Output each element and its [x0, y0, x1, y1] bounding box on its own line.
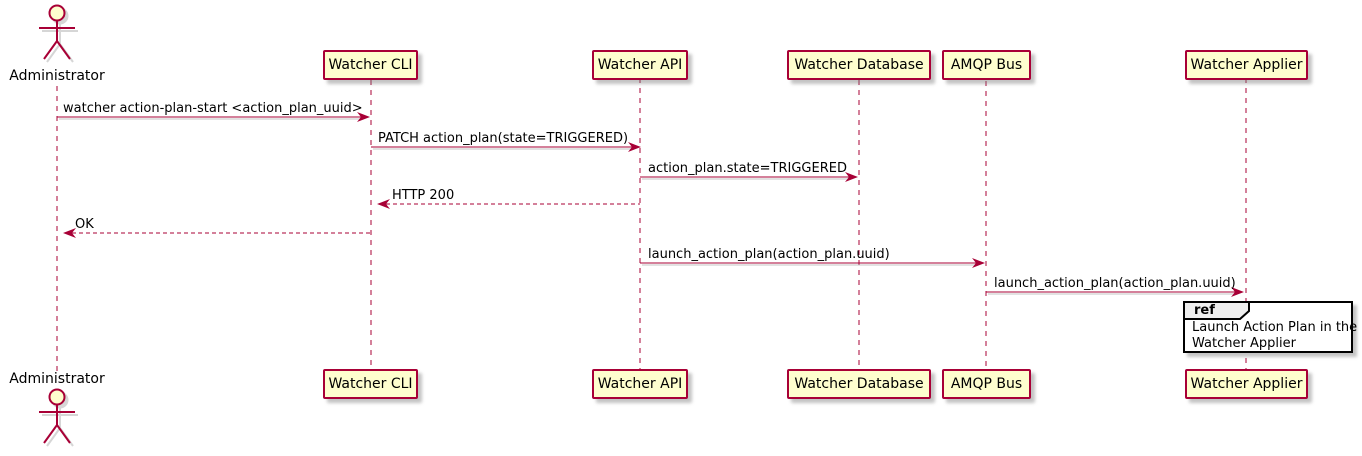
participant-watcher-applier-top: Watcher Applier — [1185, 50, 1308, 80]
participant-watcher-cli-top: Watcher CLI — [323, 50, 418, 80]
person-icon — [39, 388, 75, 444]
message-arrows — [57, 112, 1244, 297]
message-arrow-4-return — [377, 199, 640, 209]
participant-watcher-api-bottom: Watcher API — [592, 369, 688, 399]
ref-text-line-1: Launch Action Plan in the — [1192, 320, 1358, 335]
message-label-3: action_plan.state=TRIGGERED — [648, 161, 847, 176]
participant-watcher-api-top: Watcher API — [592, 50, 688, 80]
actor-figure-bottom — [39, 388, 78, 447]
message-arrow-1 — [57, 112, 370, 122]
participant-label: Watcher Database — [794, 57, 924, 73]
ref-fragment: ref Launch Action Plan in the Watcher Ap… — [1183, 301, 1357, 353]
actor-label-top: Administrator — [9, 68, 105, 84]
ref-text-line-2: Watcher Applier — [1192, 336, 1296, 351]
lifelines — [56, 78, 1247, 371]
message-label-1: watcher action-plan-start <action_plan_u… — [63, 101, 363, 116]
participant-label: Watcher Database — [794, 376, 924, 392]
message-arrow-3 — [640, 172, 858, 182]
message-arrow-6 — [640, 258, 985, 268]
participant-label: Watcher Applier — [1190, 376, 1303, 392]
participant-label: Watcher Applier — [1190, 57, 1303, 73]
participant-amqp-bus-top: AMQP Bus — [942, 50, 1031, 80]
participant-label: Watcher CLI — [328, 57, 413, 73]
ref-tag-pentagon — [1183, 301, 1250, 320]
ref-tag-label: ref — [1194, 303, 1215, 318]
message-label-4: HTTP 200 — [392, 188, 455, 203]
participant-watcher-database-bottom: Watcher Database — [787, 369, 931, 399]
message-arrow-5-return — [63, 228, 371, 238]
participant-label: Watcher CLI — [328, 376, 413, 392]
message-label-5: OK — [75, 217, 94, 232]
participant-amqp-bus-bottom: AMQP Bus — [942, 369, 1031, 399]
participant-label: Watcher API — [597, 57, 683, 73]
message-arrow-2 — [371, 142, 641, 152]
participant-label: Watcher API — [597, 376, 683, 392]
message-label-2: PATCH action_plan(state=TRIGGERED) — [378, 131, 629, 146]
participant-label: AMQP Bus — [950, 376, 1023, 392]
message-arrow-7 — [986, 287, 1244, 297]
participant-watcher-cli-bottom: Watcher CLI — [323, 369, 418, 399]
participant-label: AMQP Bus — [950, 57, 1023, 73]
message-label-7: launch_action_plan(action_plan.uuid) — [994, 276, 1236, 291]
message-label-6: launch_action_plan(action_plan.uuid) — [648, 247, 890, 262]
participant-watcher-database-top: Watcher Database — [787, 50, 931, 80]
person-icon — [39, 4, 75, 60]
participant-watcher-applier-bottom: Watcher Applier — [1185, 369, 1308, 399]
actor-figure-top — [39, 4, 78, 63]
actor-label-bottom: Administrator — [9, 371, 105, 387]
